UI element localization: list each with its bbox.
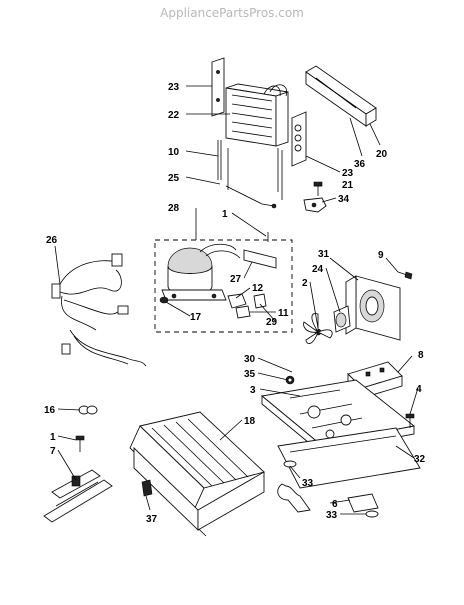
fan-blade [303, 313, 333, 344]
callout-10: 10 [168, 147, 180, 158]
screw-9 [397, 271, 413, 280]
callout-31: 31 [318, 249, 330, 260]
condenser-bracket-right [291, 111, 307, 167]
callout-30: 30 [244, 354, 256, 365]
overload-29 [253, 293, 267, 309]
watermark-text: AppliancePartsPros.com [160, 6, 304, 20]
grommet-16 [78, 405, 98, 415]
callout-26: 26 [46, 235, 58, 246]
screw-21 [313, 181, 323, 196]
callout-16: 16 [44, 405, 56, 416]
callout-23-a: 23 [168, 82, 180, 93]
callout-37: 37 [146, 514, 158, 525]
callout-34: 34 [338, 194, 350, 205]
callout-17: 17 [190, 312, 202, 323]
drain-hose [277, 483, 379, 513]
relay-12 [227, 293, 247, 309]
condenser-tube [217, 140, 283, 200]
callout-4: 4 [416, 384, 422, 395]
heater-bracket [43, 469, 113, 523]
wiring-harness [51, 253, 147, 367]
callout-6: 6 [332, 499, 338, 510]
callout-27: 27 [230, 274, 242, 285]
cover-11 [235, 305, 251, 319]
callout-18: 18 [244, 416, 256, 427]
callout-21: 21 [342, 180, 354, 191]
callout-2: 2 [302, 278, 308, 289]
condenser-bracket-left [211, 57, 225, 117]
callout-29: 29 [266, 317, 278, 328]
callout-8: 8 [418, 350, 424, 361]
callout-1-b: 1 [50, 432, 56, 443]
callout-labels: 23 22 10 25 28 1 26 36 20 23 21 34 31 9 … [44, 82, 426, 525]
drain-clip [271, 203, 277, 209]
callout-11: 11 [278, 308, 289, 319]
screw-4 [405, 413, 415, 428]
dryer-filter-27 [243, 249, 277, 269]
callout-20: 20 [376, 149, 388, 160]
callout-23-b: 23 [342, 168, 354, 179]
callout-33-a: 33 [302, 478, 314, 489]
callout-32: 32 [414, 454, 426, 465]
fan-shroud [345, 275, 401, 341]
callout-36: 36 [354, 159, 366, 170]
leader-lines [54, 85, 419, 515]
fan-motor [333, 305, 351, 333]
drain-tube [225, 185, 275, 207]
screw-1-lower [75, 435, 85, 452]
callout-22: 22 [168, 110, 180, 121]
compressor [161, 243, 241, 301]
drain-pan [277, 427, 421, 489]
clip-34 [303, 197, 327, 213]
callout-28: 28 [168, 203, 180, 214]
callout-1-a: 1 [222, 209, 228, 220]
callout-33-b: 33 [326, 510, 338, 521]
callout-9: 9 [378, 250, 384, 261]
callout-3: 3 [250, 385, 256, 396]
condenser-coil [225, 83, 289, 147]
callout-24: 24 [312, 264, 324, 275]
grommet-17 [159, 296, 169, 304]
screws-33 [283, 460, 379, 518]
air-duct-cover [305, 65, 377, 127]
callout-35: 35 [244, 369, 256, 380]
coil-assembly [129, 411, 265, 537]
callout-25: 25 [168, 173, 180, 184]
clip-37 [141, 479, 153, 497]
callout-12: 12 [252, 283, 264, 294]
callout-7: 7 [50, 446, 56, 457]
compressor-kit-outline [154, 239, 293, 333]
